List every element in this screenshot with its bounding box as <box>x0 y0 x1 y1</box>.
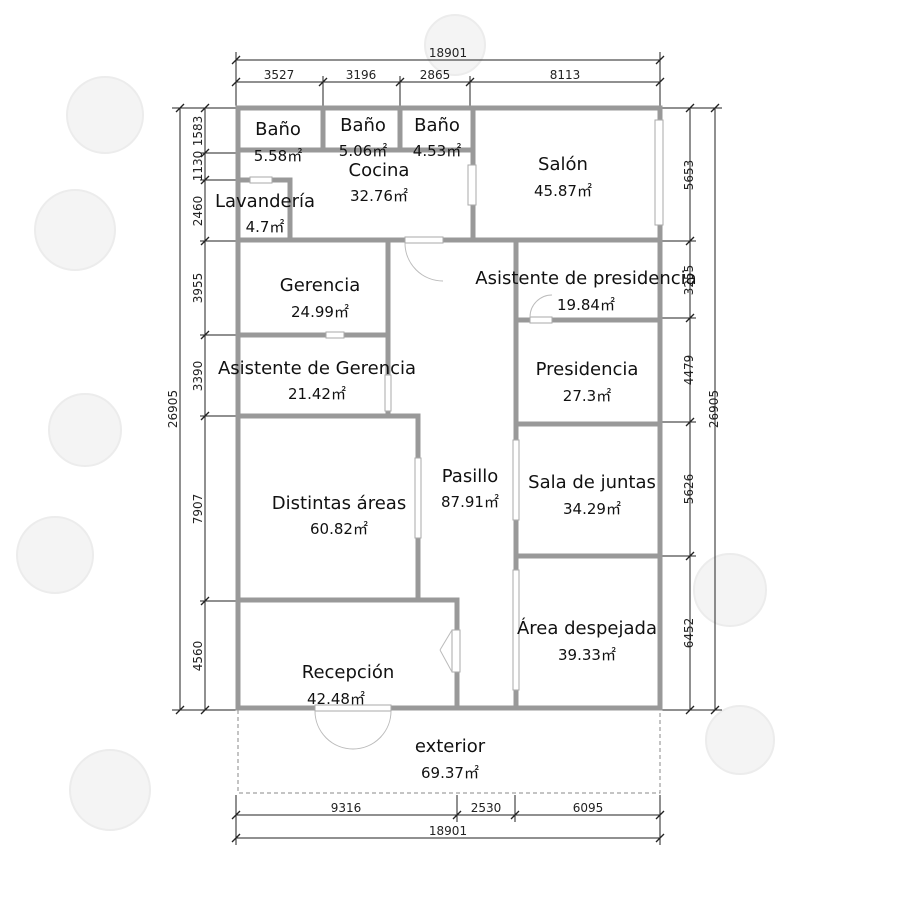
room-area-despejada: Área despejada 39.33㎡ <box>517 617 657 664</box>
room-gerencia: Gerencia 24.99㎡ <box>280 275 360 321</box>
room-name: Presidencia <box>536 359 639 380</box>
room-pasillo: Pasillo 87.91㎡ <box>441 466 499 511</box>
room-name: Baño <box>340 115 386 136</box>
dim-left-1: 1583 <box>191 116 205 147</box>
dim-right-3: 4479 <box>682 355 696 386</box>
room-name: Pasillo <box>442 466 498 487</box>
dim-bottom-total: 18901 <box>429 824 467 838</box>
room-area: 60.82㎡ <box>310 520 368 538</box>
dim-left-6: 7907 <box>191 494 205 525</box>
room-area: 5.06㎡ <box>339 142 387 160</box>
room-exterior: exterior 69.37㎡ <box>415 736 486 782</box>
exterior-area <box>237 710 661 794</box>
room-name: Recepción <box>302 662 395 683</box>
dim-right-1: 5653 <box>682 160 696 191</box>
dim-left-3: 2460 <box>191 196 205 227</box>
room-asistente-presidencia: Asistente de presidencia 19.84㎡ <box>475 268 696 314</box>
dim-top-4: 8113 <box>550 68 581 82</box>
room-area: 69.37㎡ <box>421 764 479 782</box>
dim-left-5: 3390 <box>191 361 205 392</box>
room-bano-3: Baño 4.53㎡ <box>413 115 461 160</box>
dimensions-right: 5653 3255 4479 5626 6452 26905 <box>660 103 722 715</box>
room-lavanderia: Lavandería 4.7㎡ <box>215 191 315 236</box>
dim-left-7: 4560 <box>191 641 205 672</box>
room-bano-1: Baño 5.58㎡ <box>254 119 302 165</box>
room-name: Asistente de Gerencia <box>218 358 416 379</box>
room-area: 45.87㎡ <box>534 182 592 200</box>
room-name: Gerencia <box>280 275 360 296</box>
room-salon: Salón 45.87㎡ <box>534 154 592 200</box>
room-area: 32.76㎡ <box>350 187 408 205</box>
room-area: 42.48㎡ <box>307 690 365 708</box>
room-area: 27.3㎡ <box>563 387 611 405</box>
room-area: 4.7㎡ <box>246 218 285 236</box>
dimensions-bottom: 9316 2530 6095 18901 <box>231 795 665 845</box>
dim-top-total: 18901 <box>429 46 467 60</box>
doors <box>249 119 664 750</box>
room-name: Asistente de presidencia <box>475 268 696 289</box>
room-bano-2: Baño 5.06㎡ <box>339 115 387 160</box>
dimensions-top: 18901 3527 3196 2865 8113 <box>231 46 665 108</box>
room-name: Sala de juntas <box>528 472 656 493</box>
dim-right-5: 6452 <box>682 618 696 649</box>
room-asistente-gerencia: Asistente de Gerencia 21.42㎡ <box>218 358 416 403</box>
room-name: exterior <box>415 736 486 757</box>
dimensions-left: 26905 1583 1130 2460 3955 3390 7907 4560 <box>166 103 236 715</box>
dim-left-2: 1130 <box>191 151 205 182</box>
dim-right-total: 26905 <box>707 390 721 428</box>
room-area: 21.42㎡ <box>288 385 346 403</box>
room-name: Baño <box>255 119 301 140</box>
dim-left-total: 26905 <box>166 390 180 428</box>
dim-top-2: 3196 <box>346 68 377 82</box>
room-presidencia: Presidencia 27.3㎡ <box>536 359 639 405</box>
dim-bottom-2: 2530 <box>471 801 502 815</box>
room-name: Baño <box>414 115 460 136</box>
room-sala-juntas: Sala de juntas 34.29㎡ <box>528 472 656 518</box>
room-name: Cocina <box>349 160 410 181</box>
room-area: 5.58㎡ <box>254 147 302 165</box>
room-distintas-areas: Distintas áreas 60.82㎡ <box>272 493 406 538</box>
dim-right-2: 3255 <box>682 265 696 296</box>
room-name: Lavandería <box>215 191 315 212</box>
room-name: Área despejada <box>517 617 657 639</box>
dim-top-1: 3527 <box>264 68 295 82</box>
dim-bottom-3: 6095 <box>573 801 604 815</box>
dim-bottom-1: 9316 <box>331 801 362 815</box>
room-name: Distintas áreas <box>272 493 406 514</box>
room-area: 34.29㎡ <box>563 500 621 518</box>
room-area: 4.53㎡ <box>413 142 461 160</box>
dim-right-4: 5626 <box>682 474 696 505</box>
room-cocina: Cocina 32.76㎡ <box>349 160 410 205</box>
room-name: Salón <box>538 154 588 175</box>
room-area: 19.84㎡ <box>557 296 615 314</box>
room-area: 39.33㎡ <box>558 646 616 664</box>
dim-left-4: 3955 <box>191 273 205 304</box>
room-area: 24.99㎡ <box>291 303 349 321</box>
room-area: 87.91㎡ <box>441 493 499 511</box>
room-recepcion: Recepción 42.48㎡ <box>302 662 395 708</box>
dim-top-3: 2865 <box>420 68 451 82</box>
